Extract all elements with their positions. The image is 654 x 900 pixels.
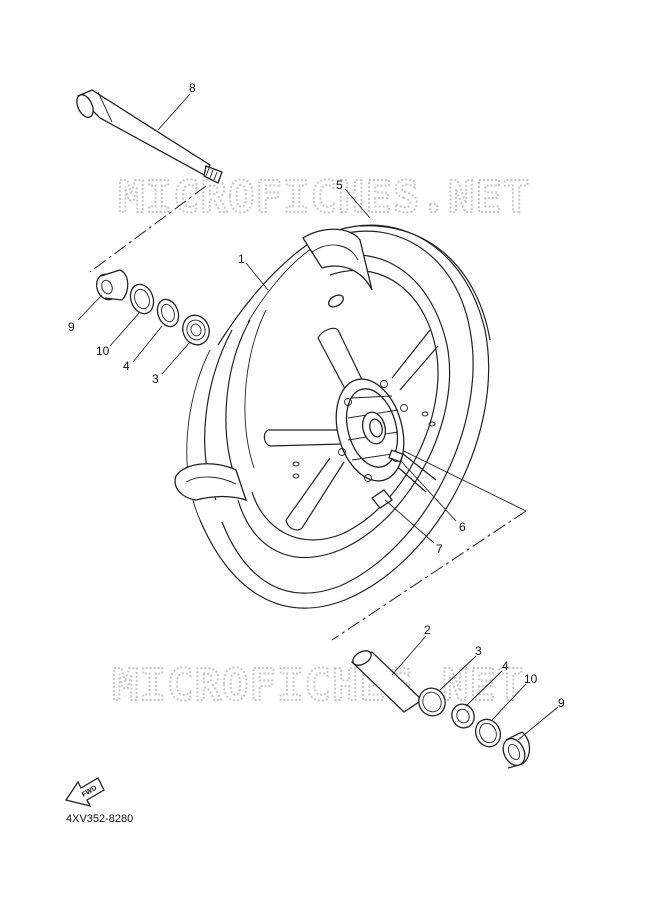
bearing-part-3-right [418, 687, 446, 717]
callout-3-left: 3 [152, 372, 159, 386]
guide-line-bottom [331, 510, 527, 641]
wheel-hub [335, 378, 408, 482]
callout-9-right: 9 [558, 696, 565, 710]
callout-10-left: 10 [96, 344, 110, 358]
balance-weight-part-7 [371, 489, 393, 509]
watermark-bottom: MICROFICHES.NET [112, 660, 524, 711]
oil-seal-part-10-right [474, 718, 502, 748]
callout-4-left: 4 [123, 359, 130, 373]
bearing-part-3-left [182, 314, 210, 346]
fwd-arrow-icon: FWD [64, 777, 105, 807]
callout-4-right: 4 [502, 659, 509, 673]
bolt-part-6 [388, 449, 404, 463]
tire-part-5 [359, 225, 491, 341]
callout-1: 1 [238, 252, 245, 266]
diagram-code: 4XV352-8280 [66, 813, 134, 825]
watermark-top: MICROFICHES.NET [118, 172, 530, 223]
guide-line-top [89, 185, 207, 273]
spacer-part-4-left [156, 298, 180, 328]
callout-8: 8 [189, 81, 196, 95]
callout-7: 7 [436, 542, 443, 556]
wheel-part-1 [174, 224, 490, 609]
leader-lines [77, 93, 559, 741]
collar-part-9-right [502, 731, 531, 769]
spacer-part-4-right [451, 703, 475, 729]
callout-2: 2 [424, 623, 431, 637]
collar-part-9-left [95, 269, 129, 301]
callout-10-right: 10 [524, 672, 538, 686]
callout-6: 6 [459, 520, 466, 534]
callout-9-left: 9 [68, 320, 75, 334]
oil-seal-part-10-left [129, 283, 155, 315]
callout-3-right: 3 [475, 644, 482, 658]
axle-part-8 [76, 89, 223, 184]
callout-5: 5 [336, 178, 343, 192]
